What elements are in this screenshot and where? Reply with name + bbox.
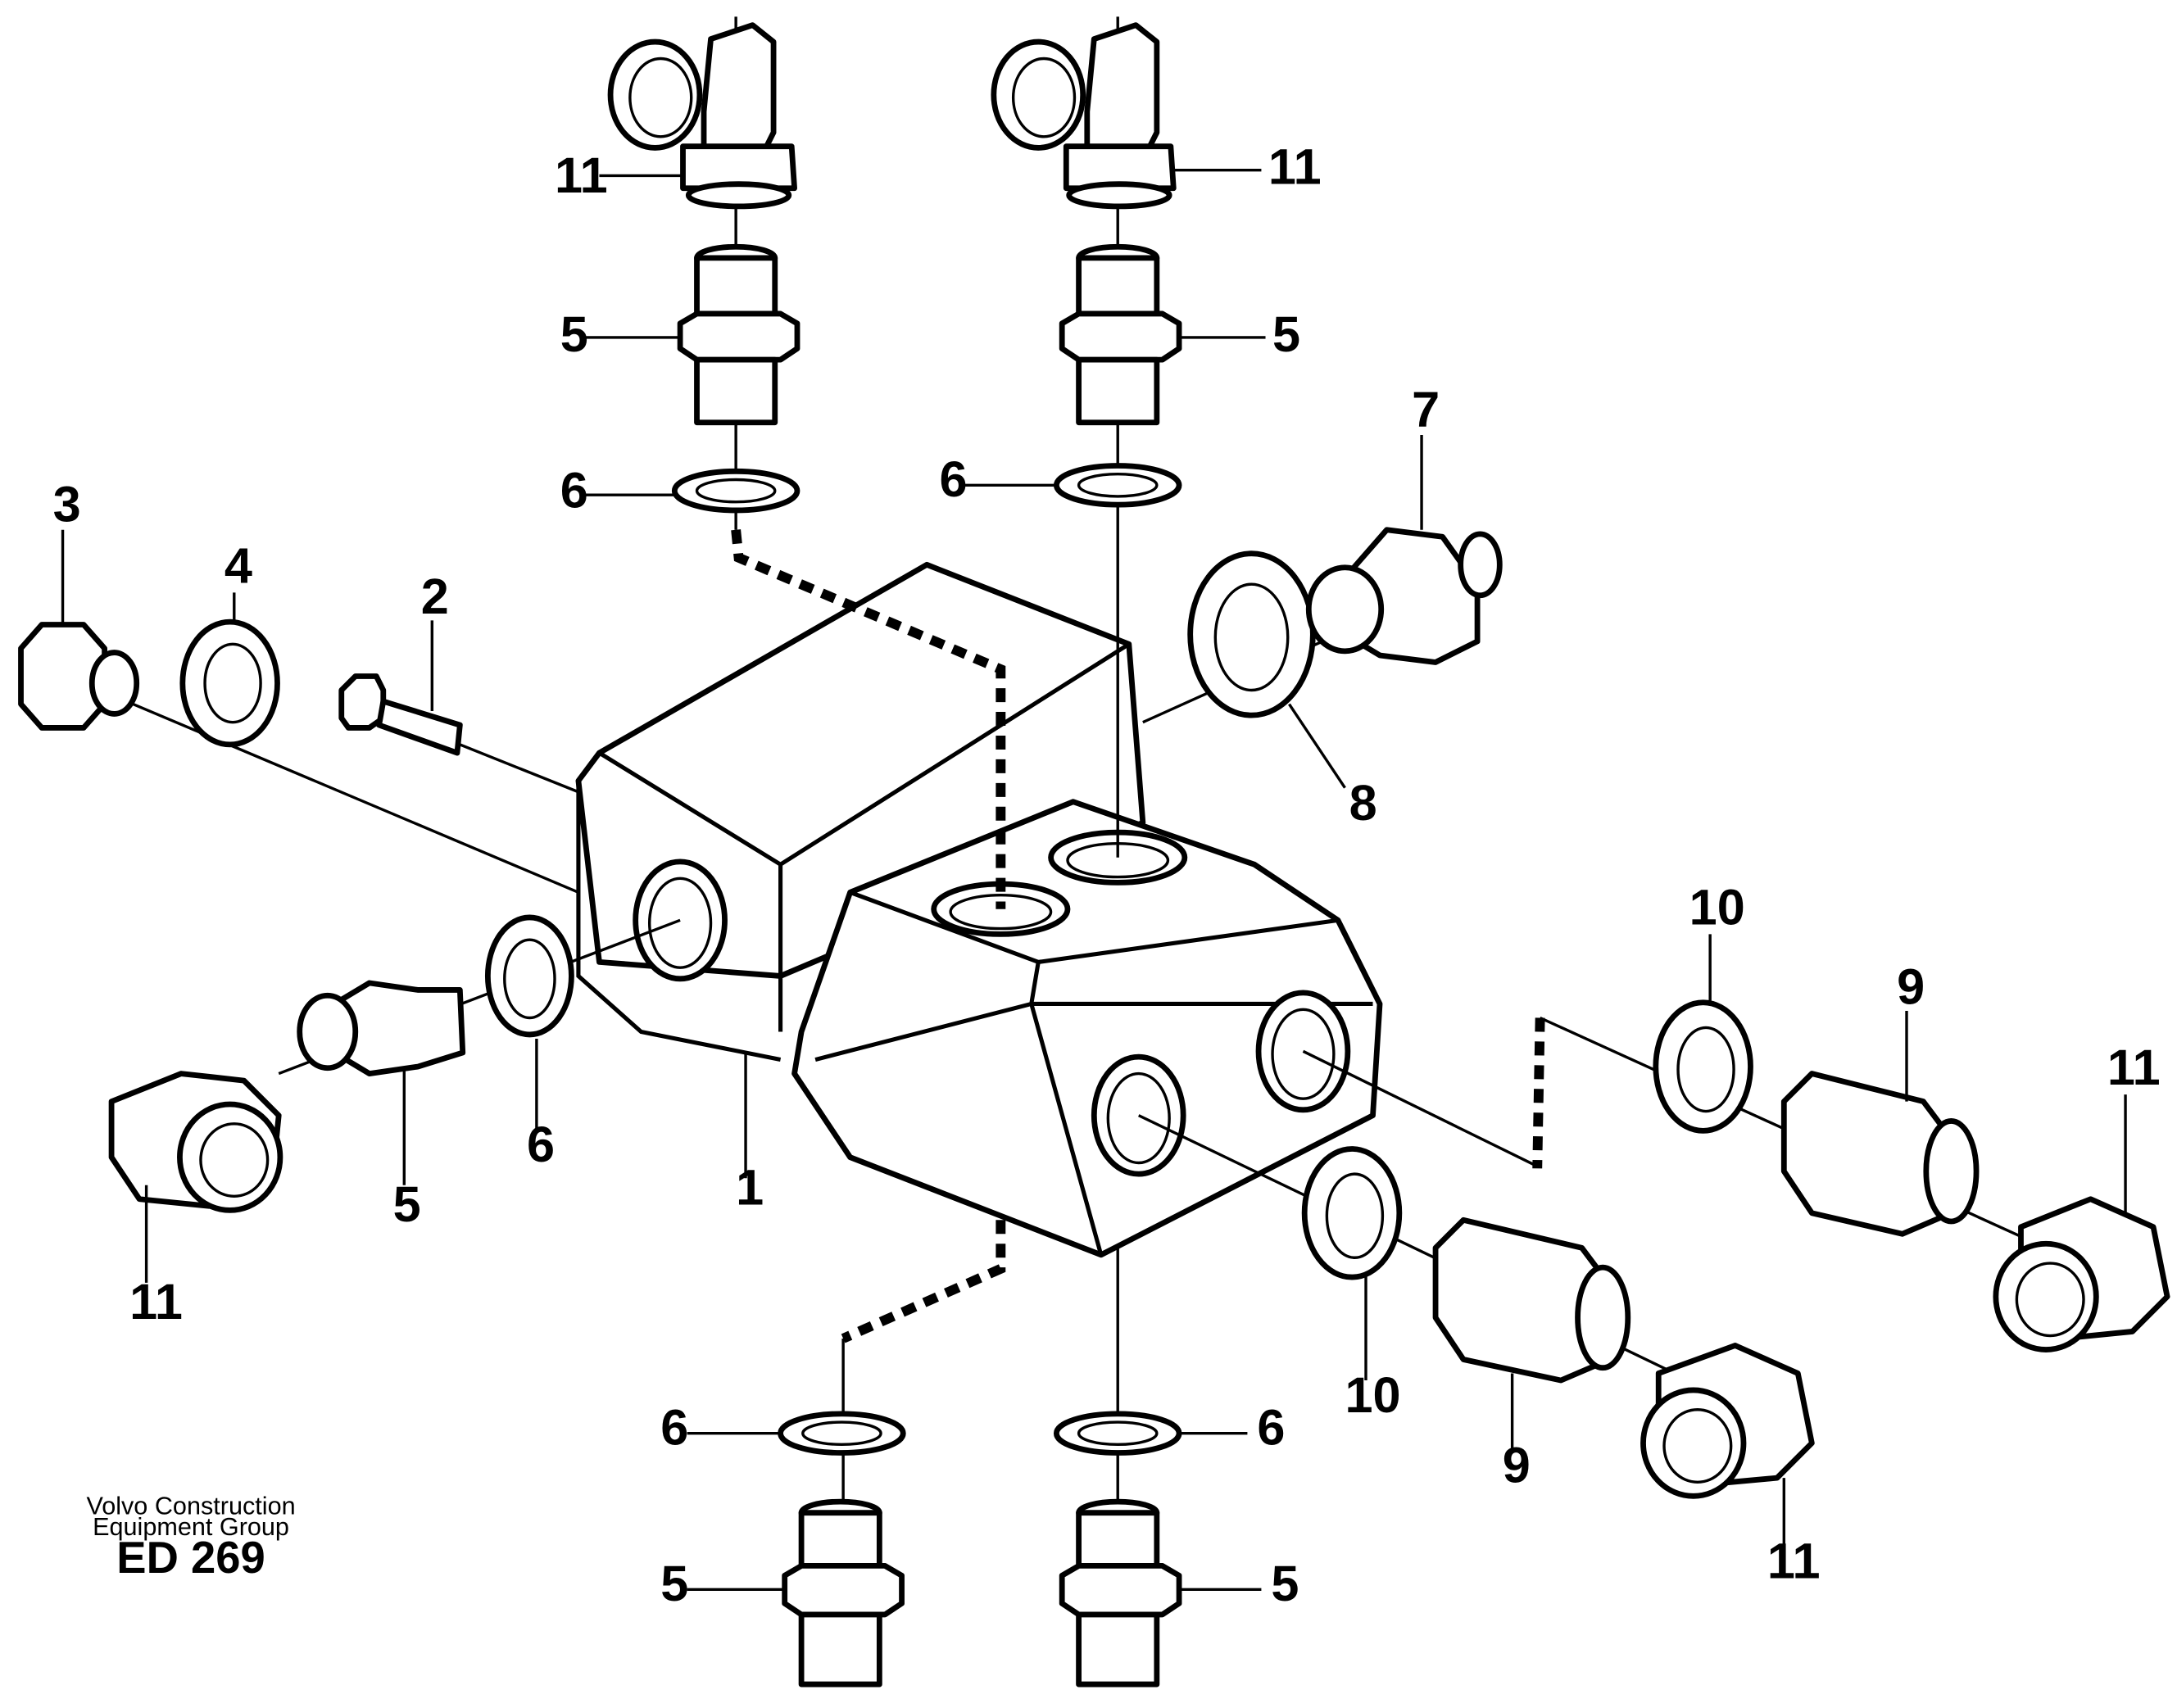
callout-1: 1 [736,1160,764,1216]
callout-3: 3 [53,477,81,532]
leader-lines [61,168,2127,1592]
plug-and-washer-left [18,618,463,756]
fitting-stack-bottom-left [778,1411,906,1688]
callout-11-left: 11 [129,1274,183,1330]
drawing-code: ED 269 [116,1533,265,1583]
callout-8: 8 [1349,775,1377,831]
callout-11-top-right: 11 [1268,139,1322,195]
callout-6-top-left: 6 [560,463,588,519]
callout-10-upper: 10 [1689,879,1745,935]
fitting-chain-right-lower [1301,1146,1815,1499]
callout-5-bottom-left: 5 [660,1556,688,1611]
fitting-stack-bottom-right [1053,1411,1182,1688]
callout-9-lower: 9 [1503,1437,1531,1493]
fitting-chain-left [108,914,574,1213]
callout-11-bottom-right: 11 [1767,1534,1821,1589]
callout-11-right: 11 [2107,1040,2161,1095]
callout-6-bottom-left: 6 [660,1399,688,1455]
callout-6-left: 6 [527,1117,555,1172]
callout-9-upper: 9 [1897,958,1925,1014]
footer-credit: Volvo Construction Equipment Group ED 26… [86,1492,295,1582]
callout-7: 7 [1412,382,1440,437]
callout-5-left: 5 [393,1176,421,1232]
callout-6-top-right: 6 [939,451,967,507]
callout-10-lower: 10 [1345,1367,1400,1423]
callout-5-top-left: 5 [560,306,588,362]
fitting-chain-right-upper [1653,999,2170,1352]
plug-and-washer-right [1187,527,1503,718]
callout-5-bottom-right: 5 [1271,1556,1299,1611]
fitting-stack-top-right [991,22,1182,508]
callout-6-bottom-right: 6 [1257,1399,1285,1455]
company-line-1: Volvo Construction [86,1492,295,1520]
callout-labels: 11 11 5 5 6 6 3 4 2 7 8 10 9 11 6 1 5 11… [53,139,2161,1611]
dashed-path-right [1532,1017,1545,1169]
callout-5-top-right: 5 [1272,306,1300,362]
dashed-path-top [731,529,1006,909]
callout-4: 4 [225,537,252,593]
dashed-path-bottom [841,1220,1006,1343]
callout-2: 2 [421,569,449,624]
company-line-2: Equipment Group [93,1513,289,1541]
fitting-stack-top-left [607,22,801,514]
callout-11-top-left: 11 [555,147,608,203]
